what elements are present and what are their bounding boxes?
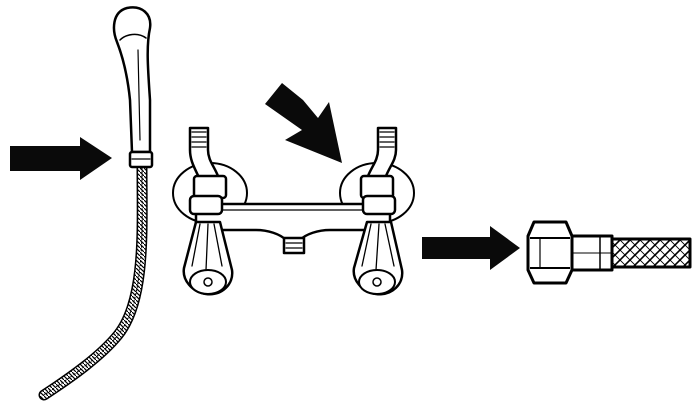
two-handle-mixer-tap [172, 126, 415, 296]
braided-hose-hex-nut [526, 220, 574, 285]
arrow-right-to-braided-hose [422, 226, 520, 270]
arrow-down-right-to-tap-connector [265, 83, 342, 163]
mixer-bottom-outlet [282, 236, 306, 255]
braided-hose-tube [610, 237, 692, 269]
arrow-right-to-shower-hose [10, 137, 112, 180]
left-nut [192, 174, 228, 200]
braided-connection-hose [526, 220, 692, 285]
right-nut [359, 174, 395, 200]
shower-handset-with-hose [38, 6, 154, 401]
shower-handset-body [112, 6, 152, 154]
